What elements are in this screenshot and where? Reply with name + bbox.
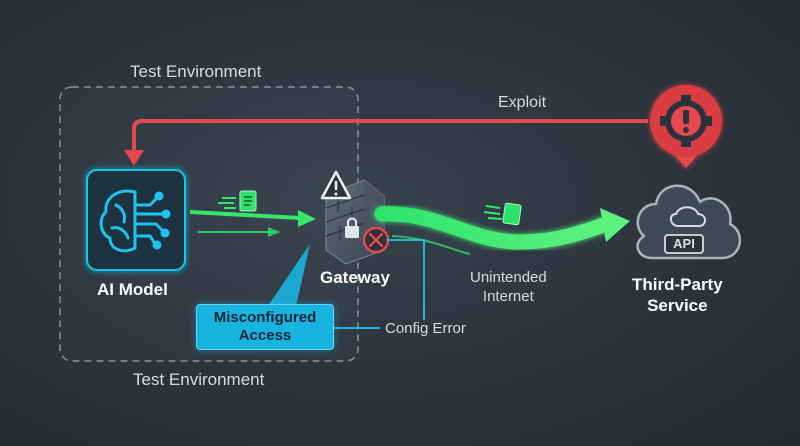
test-environment-boundary: [59, 86, 359, 362]
misconfigured-callout-pointer: [268, 244, 310, 306]
gateway-label: Gateway: [320, 268, 390, 287]
third-party-service-node: [636, 184, 742, 260]
misconfigured-access-callout: Misconfigured Access: [196, 304, 334, 350]
unintended-flow-arrow: [374, 206, 630, 255]
error-x-icon: [362, 226, 390, 254]
config-error-connector: [330, 239, 425, 329]
api-badge-label: API: [673, 236, 695, 251]
third-party-service-label: Third-Party Service: [632, 274, 723, 316]
ai-model-label: AI Model: [97, 280, 168, 299]
config-error-label: Config Error: [385, 320, 466, 337]
service-line-2: Service: [647, 296, 708, 315]
exploit-arrow: [124, 119, 648, 166]
test-environment-label-bottom: Test Environment: [133, 370, 265, 389]
brain-circuit-icon: [99, 189, 171, 253]
document-icon: [218, 190, 257, 212]
unintended-line-2: Internet: [482, 288, 534, 305]
alert-gear-icon: [650, 85, 722, 168]
warning-triangle-icon: [320, 170, 352, 200]
exploit-label: Exploit: [498, 94, 547, 111]
ai-model-node: [86, 169, 186, 271]
misconfigured-line-1: Misconfigured: [213, 309, 317, 326]
cloud-icon: [636, 184, 742, 260]
misconfigured-line-2: Access: [238, 327, 292, 344]
document-icon: [483, 202, 522, 226]
unintended-line-1: Unintended: [470, 269, 547, 286]
service-line-1: Third-Party: [632, 275, 723, 294]
test-environment-label-top: Test Environment: [130, 62, 262, 81]
unintended-internet-label: Unintended Internet: [470, 268, 547, 306]
model-to-gateway-flow: [189, 210, 316, 237]
